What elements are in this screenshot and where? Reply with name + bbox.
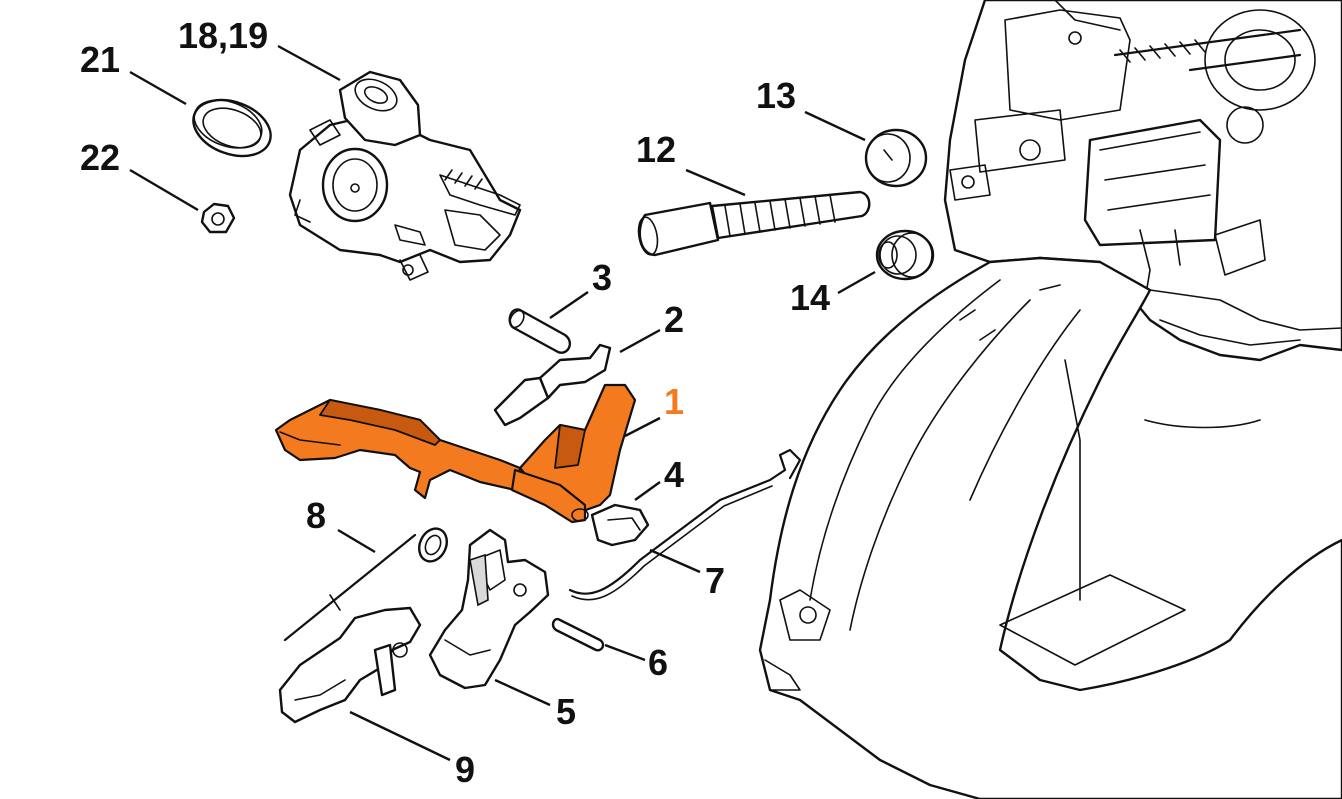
callout-3: 3 bbox=[592, 257, 612, 298]
part-3-pin bbox=[508, 308, 572, 354]
part-7-rod bbox=[568, 448, 802, 601]
part-14-spool bbox=[875, 229, 935, 281]
part-6-small-pin bbox=[551, 617, 605, 652]
callout-9: 9 bbox=[455, 749, 475, 790]
part-18-19-carburetor bbox=[288, 70, 522, 281]
callout-18-19: 18,19 bbox=[178, 15, 268, 56]
callout-21: 21 bbox=[80, 39, 120, 80]
part-13-cap bbox=[864, 128, 928, 188]
part-21-ring bbox=[192, 98, 272, 158]
part-22-nut bbox=[200, 202, 236, 234]
leader-lines bbox=[129, 44, 876, 762]
callout-12: 12 bbox=[636, 129, 676, 170]
part-9-trigger bbox=[278, 606, 422, 724]
callout-7: 7 bbox=[705, 560, 725, 601]
callout-4: 4 bbox=[664, 454, 684, 495]
callout-2: 2 bbox=[664, 299, 684, 340]
part-4-block bbox=[590, 503, 650, 547]
part-1-trigger-lever bbox=[274, 383, 637, 524]
part-5-lock-lever bbox=[428, 528, 550, 690]
callout-14: 14 bbox=[790, 277, 830, 318]
callout-5: 5 bbox=[556, 691, 576, 732]
callout-1: 1 bbox=[664, 381, 684, 422]
part-2-clip bbox=[493, 343, 612, 427]
callout-22: 22 bbox=[80, 137, 120, 178]
callout-labels: 21 18,19 22 3 2 1 4 8 7 6 5 9 12 13 14 bbox=[80, 15, 830, 790]
part-8-spring bbox=[283, 527, 448, 642]
housing bbox=[758, 0, 1342, 799]
part-12-pin bbox=[637, 190, 871, 257]
callout-6: 6 bbox=[648, 642, 668, 683]
callout-8: 8 bbox=[306, 495, 326, 536]
callout-13: 13 bbox=[756, 75, 796, 116]
